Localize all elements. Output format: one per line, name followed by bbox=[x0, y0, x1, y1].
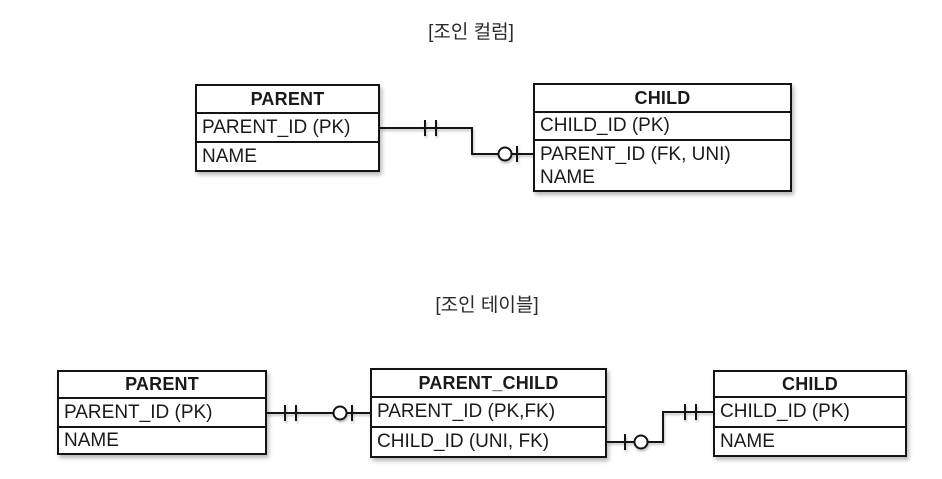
entity-table-child-bottom: CHILD CHILD_ID (PK) NAME bbox=[713, 370, 907, 457]
cardinality-zero-or-one-icon bbox=[497, 146, 518, 162]
column-row-name: NAME bbox=[202, 145, 257, 167]
column-row-name: NAME bbox=[720, 430, 775, 452]
cardinality-exactly-one-icon bbox=[684, 404, 697, 420]
entity-table-parent-top: PARENT PARENT_ID (PK) NAME bbox=[195, 84, 380, 172]
relationship-join-to-child bbox=[607, 404, 713, 450]
relationship-top-parent-child bbox=[380, 120, 533, 162]
entity-table-child-top: CHILD CHILD_ID (PK) PARENT_ID (FK, UNI) … bbox=[533, 83, 792, 192]
table-header-parent: PARENT bbox=[59, 372, 265, 399]
entity-table-parent-bottom: PARENT PARENT_ID (PK) NAME bbox=[57, 370, 267, 455]
cardinality-exactly-one-icon bbox=[424, 120, 437, 136]
join-column-section-title: [조인 컬럼] bbox=[428, 22, 514, 43]
entity-table-parent-child: PARENT_CHILD PARENT_ID (PK,FK) CHILD_ID … bbox=[370, 368, 607, 458]
column-row-parent-id: PARENT_ID (PK) bbox=[59, 399, 265, 428]
join-table-section-title: [조인 테이블] bbox=[435, 295, 539, 316]
column-line-name: NAME bbox=[540, 166, 595, 188]
table-header-parent-child: PARENT_CHILD bbox=[372, 370, 605, 398]
table-header-parent: PARENT bbox=[197, 86, 378, 114]
column-row-name: NAME bbox=[64, 429, 119, 451]
column-row-parent-id: PARENT_ID (PK) bbox=[197, 114, 378, 143]
column-row-child-id: CHILD_ID (PK) bbox=[535, 113, 790, 141]
cardinality-exactly-one-icon bbox=[284, 405, 297, 421]
cardinality-zero-or-one-icon bbox=[332, 405, 353, 421]
table-header-child: CHILD bbox=[535, 85, 790, 113]
column-row-child-id-fk: CHILD_ID (UNI, FK) bbox=[377, 431, 550, 452]
table-header-child: CHILD bbox=[715, 372, 905, 398]
cardinality-zero-or-one-icon bbox=[624, 434, 649, 450]
column-row-parent-id-fk: PARENT_ID (PK,FK) bbox=[372, 398, 605, 428]
column-line-parent-fk: PARENT_ID (FK, UNI) bbox=[540, 143, 731, 165]
relationship-parent-to-join bbox=[267, 405, 370, 421]
column-row-parent-fk-and-name: PARENT_ID (FK, UNI) NAME bbox=[535, 141, 790, 190]
column-row-child-id: CHILD_ID (PK) bbox=[715, 398, 905, 428]
